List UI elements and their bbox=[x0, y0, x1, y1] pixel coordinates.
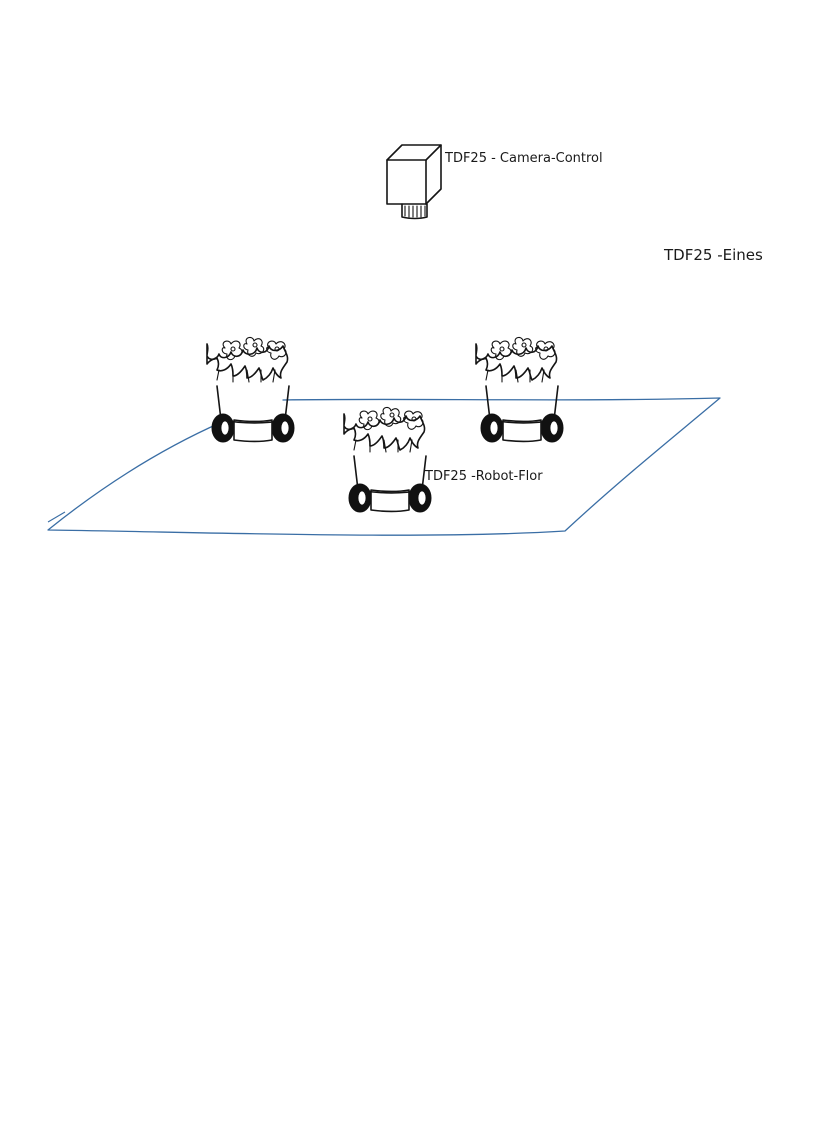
robot-label: TDF25 -Robot-Flor bbox=[424, 469, 543, 484]
flower-pot-robot bbox=[343, 406, 432, 513]
floor-area bbox=[47, 397, 721, 536]
tools-label: TDF25 -Eines bbox=[663, 246, 763, 264]
camera-icon bbox=[386, 144, 442, 220]
flower-pot-robot bbox=[206, 336, 295, 443]
floor-edge-mark bbox=[47, 511, 66, 523]
camera-label: TDF25 - Camera-Control bbox=[444, 151, 603, 166]
flower-pot-robot bbox=[475, 336, 564, 443]
